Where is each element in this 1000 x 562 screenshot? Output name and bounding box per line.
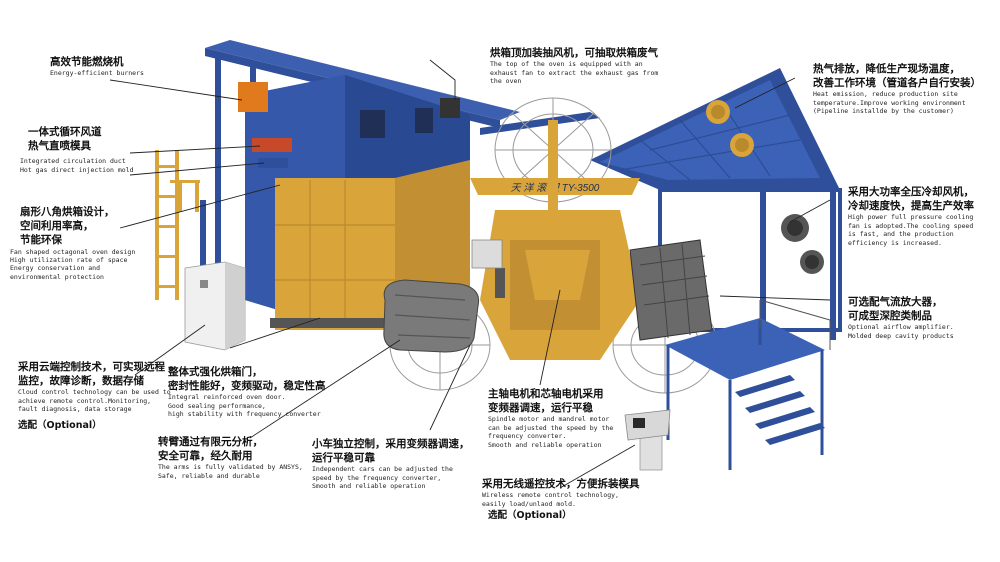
annotation-spindle-motor: 主轴电机和芯轴电机采用 变频器调速，运行平稳 Spindle motor and…: [488, 387, 613, 449]
annotation-cloud-control: 采用云端控制技术，可实现远程 监控，故障诊断，数据存储 Cloud contro…: [18, 360, 171, 432]
independent-cars-en: Independent cars can be adjusted the spe…: [312, 465, 453, 491]
arms-validated-zh-1: 转臂通过有限元分析，: [158, 436, 263, 448]
heat-emission-en: Heat emission, reduce production site te…: [813, 90, 966, 116]
circulation-duct-zh-1: 一体式循环风道: [28, 126, 102, 138]
independent-cars-zh-1: 小车独立控制，采用变频器调速，: [312, 438, 470, 450]
cloud-control-en: Cloud control technology can be used to …: [18, 388, 171, 414]
arms-validated-en: The arms is fully validated by ANSYS, Sa…: [158, 463, 303, 480]
burner-unit: [238, 82, 268, 112]
exhaust-fan-zh: 烘箱顶加装抽风机，可抽取烘箱废气: [490, 47, 658, 59]
cooling-fan: [781, 214, 824, 274]
annotation-wireless-remote: 采用无线遥控技术，方便拆装模具 Wireless remote control …: [482, 477, 640, 523]
mold-left: [383, 239, 503, 353]
wireless-remote-zh: 采用无线遥控技术，方便拆装模具: [482, 478, 640, 490]
airflow-zh-1: 可选配气流放大器，: [848, 296, 943, 308]
independent-cars-zh-2: 运行平稳可靠: [312, 452, 375, 465]
airflow-en: Optional airflow amplifier. Molded deep …: [848, 323, 954, 340]
cooling-fan-en: High power full pressure cooling fan is …: [848, 213, 974, 247]
wireless-remote-optional: 选配（Optional）: [488, 510, 572, 522]
control-cabinet: [184, 261, 246, 351]
annotation-independent-cars: 小车独立控制，采用变频器调速， 运行平稳可靠 Independent cars …: [312, 437, 470, 491]
oven-door-zh-1: 整体式强化烘箱门，: [168, 366, 263, 378]
spindle-motor-en: Spindle motor and mandrel motor can be a…: [488, 415, 614, 449]
leader-lines: [109, 59, 831, 489]
exhaust-fan-en: The top of the oven is equipped with an …: [490, 60, 659, 86]
cooling-fan-zh-2: 冷却速度快，提高生产效率: [848, 200, 974, 213]
annotation-circulation-duct: 一体式循环风道 热气直喷模具 Integrated circulation du…: [20, 125, 134, 174]
remote-control-console: [624, 409, 671, 471]
oven-door-zh-2: 密封性能好，变频驱动，稳定性高: [168, 380, 326, 393]
annotation-exhaust-fan: 烘箱顶加装抽风机，可抽取烘箱废气 The top of the oven is …: [490, 46, 665, 85]
burners-zh: 高效节能燃烧机: [50, 56, 124, 68]
right-canopy-frame: [480, 68, 842, 340]
annotation-oven-door: 整体式强化烘箱门， 密封性能好，变频驱动，稳定性高 Integral reinf…: [168, 365, 326, 419]
cloud-control-zh-1: 采用云端控制技术，可实现远程: [18, 361, 165, 373]
spindle-motor-zh-2: 变频器调速，运行平稳: [488, 402, 593, 415]
carousel-center: [480, 120, 640, 360]
annotation-airflow: 可选配气流放大器， 可成型深腔类制品 Optional airflow ampl…: [848, 295, 954, 340]
airflow-zh-2: 可成型深腔类制品: [848, 310, 932, 323]
heat-emission-zh-2: 改善工作环境（管道各户自行安装）: [813, 77, 981, 90]
cloud-control-optional: 选配（Optional）: [18, 419, 102, 431]
oven-design-zh-3: 节能环保: [20, 234, 62, 247]
wireless-remote-en: Wireless remote control technology, easi…: [482, 491, 619, 508]
mold-right: [629, 239, 713, 341]
spindle-motor-zh-1: 主轴电机和芯轴电机采用: [488, 388, 604, 400]
cooling-fan-zh-1: 采用大功率全压冷却风机，: [848, 186, 974, 198]
oven-design-zh-1: 扇形八角烘箱设计，: [20, 206, 115, 218]
circulation-duct-en: Integrated circulation duct Hot gas dire…: [20, 157, 134, 174]
annotation-oven-design: 扇形八角烘箱设计， 空间利用率高， 节能环保 Fan shaped octago…: [10, 205, 135, 281]
annotation-heat-emission: 热气排放，降低生产现场温度， 改善工作环境（管道各户自行安装） Heat emi…: [813, 62, 981, 116]
oven-door: [270, 160, 470, 330]
arms-validated-zh-2: 安全可靠，经久耐用: [158, 450, 253, 463]
heat-emission-zh-1: 热气排放，降低生产现场温度，: [813, 63, 960, 75]
oven-design-en: Fan shaped octagonal oven design High ut…: [10, 247, 136, 281]
oven-door-en: Integral reinforced oven door. Good seal…: [168, 393, 321, 419]
oven-design-zh-2: 空间利用率高，: [20, 220, 94, 233]
burners-en: Energy-efficient burners: [50, 69, 144, 78]
annotation-arms-validated: 转臂通过有限元分析， 安全可靠，经久耐用 The arms is fully v…: [158, 435, 303, 480]
cloud-control-zh-2: 监控，故障诊断，数据存储: [18, 375, 144, 388]
annotation-burners: 高效节能燃烧机 Energy-efficient burners: [50, 55, 144, 78]
circulation-duct-zh-2: 热气直喷模具: [28, 140, 91, 153]
annotation-cooling-fan: 采用大功率全压冷却风机， 冷却速度快，提高生产效率 High power ful…: [848, 185, 974, 247]
